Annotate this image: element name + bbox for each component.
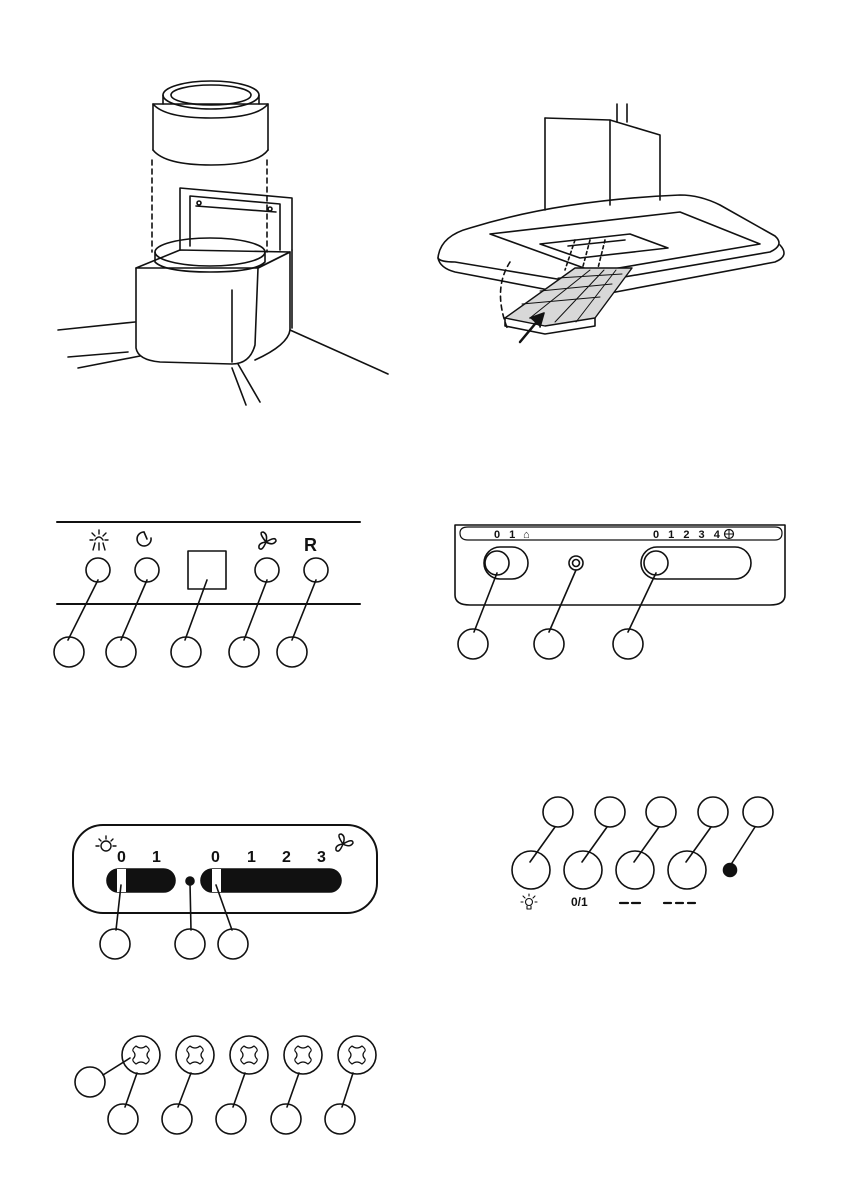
callout-circle xyxy=(175,929,205,959)
reset-label: R xyxy=(304,535,317,555)
fan-scale-0: 0 xyxy=(211,849,220,866)
house-icon: ⌂ xyxy=(523,529,530,541)
knob-4 xyxy=(284,1036,322,1074)
fan-icon xyxy=(336,834,353,851)
control-panel-e xyxy=(75,1036,376,1134)
light-slider-track[interactable] xyxy=(484,547,528,579)
callout-circle xyxy=(613,629,643,659)
light-icon xyxy=(521,894,537,909)
callout-circle xyxy=(458,629,488,659)
knob-5 xyxy=(338,1036,376,1074)
fan-scale-1: 1 xyxy=(247,849,256,866)
timer-button[interactable] xyxy=(135,558,159,582)
callout-circle xyxy=(75,1067,105,1097)
light-icon xyxy=(90,530,108,550)
callout-circle xyxy=(216,1104,246,1134)
knob-1 xyxy=(122,1036,160,1074)
fan-scale-2: 2 xyxy=(282,849,291,866)
callout-circle xyxy=(162,1104,192,1134)
callout-circle xyxy=(108,1104,138,1134)
callout-circle xyxy=(277,637,307,667)
control-panel-d: 0/1 xyxy=(512,797,773,909)
callout-circle xyxy=(54,637,84,667)
control-panel-b: 0 1 ⌂ 0 1 2 3 4 xyxy=(455,525,785,659)
light-scale-0: 0 xyxy=(117,849,126,866)
timer-icon xyxy=(137,532,151,546)
callout-circle xyxy=(543,797,573,827)
onoff-push-button[interactable] xyxy=(564,851,602,889)
filter-installation-figure xyxy=(438,104,784,342)
callout-circle xyxy=(171,637,201,667)
light-scale-1: 1 xyxy=(152,849,161,866)
fan-scale: 0 1 2 3 4 xyxy=(653,529,723,541)
fan-slider-track[interactable] xyxy=(201,869,341,892)
callout-circle xyxy=(698,797,728,827)
callout-circle xyxy=(743,797,773,827)
light-button[interactable] xyxy=(86,558,110,582)
indicator-led xyxy=(724,864,737,877)
callout-circle xyxy=(595,797,625,827)
light-slider-knob[interactable] xyxy=(117,869,126,892)
fan-button[interactable] xyxy=(255,558,279,582)
knob-2 xyxy=(176,1036,214,1074)
light-push-button[interactable] xyxy=(512,851,550,889)
control-panel-a: R xyxy=(54,522,360,667)
callout-circle xyxy=(229,637,259,667)
control-panel-c: 0 1 0 1 2 3 xyxy=(73,825,377,959)
knob-3 xyxy=(230,1036,268,1074)
reset-button[interactable] xyxy=(304,558,328,582)
light-icon xyxy=(96,836,116,851)
fan-scale-3: 3 xyxy=(317,849,326,866)
callout-circle xyxy=(100,929,130,959)
light-slider-knob[interactable] xyxy=(485,551,509,575)
callout-circle xyxy=(325,1104,355,1134)
display-window xyxy=(188,551,226,589)
pilot-lamp xyxy=(569,556,583,570)
callout-circle xyxy=(534,629,564,659)
speed-two-button[interactable] xyxy=(616,851,654,889)
callout-circle xyxy=(646,797,676,827)
callout-circle xyxy=(271,1104,301,1134)
onoff-label: 0/1 xyxy=(571,895,588,909)
light-scale: 0 1 xyxy=(494,529,518,541)
callout-circle xyxy=(218,929,248,959)
speed-three-button[interactable] xyxy=(668,851,706,889)
fan-slider-knob[interactable] xyxy=(644,551,668,575)
duct-installation-figure xyxy=(58,81,388,405)
fan-icon xyxy=(259,532,276,549)
callout-circle xyxy=(106,637,136,667)
